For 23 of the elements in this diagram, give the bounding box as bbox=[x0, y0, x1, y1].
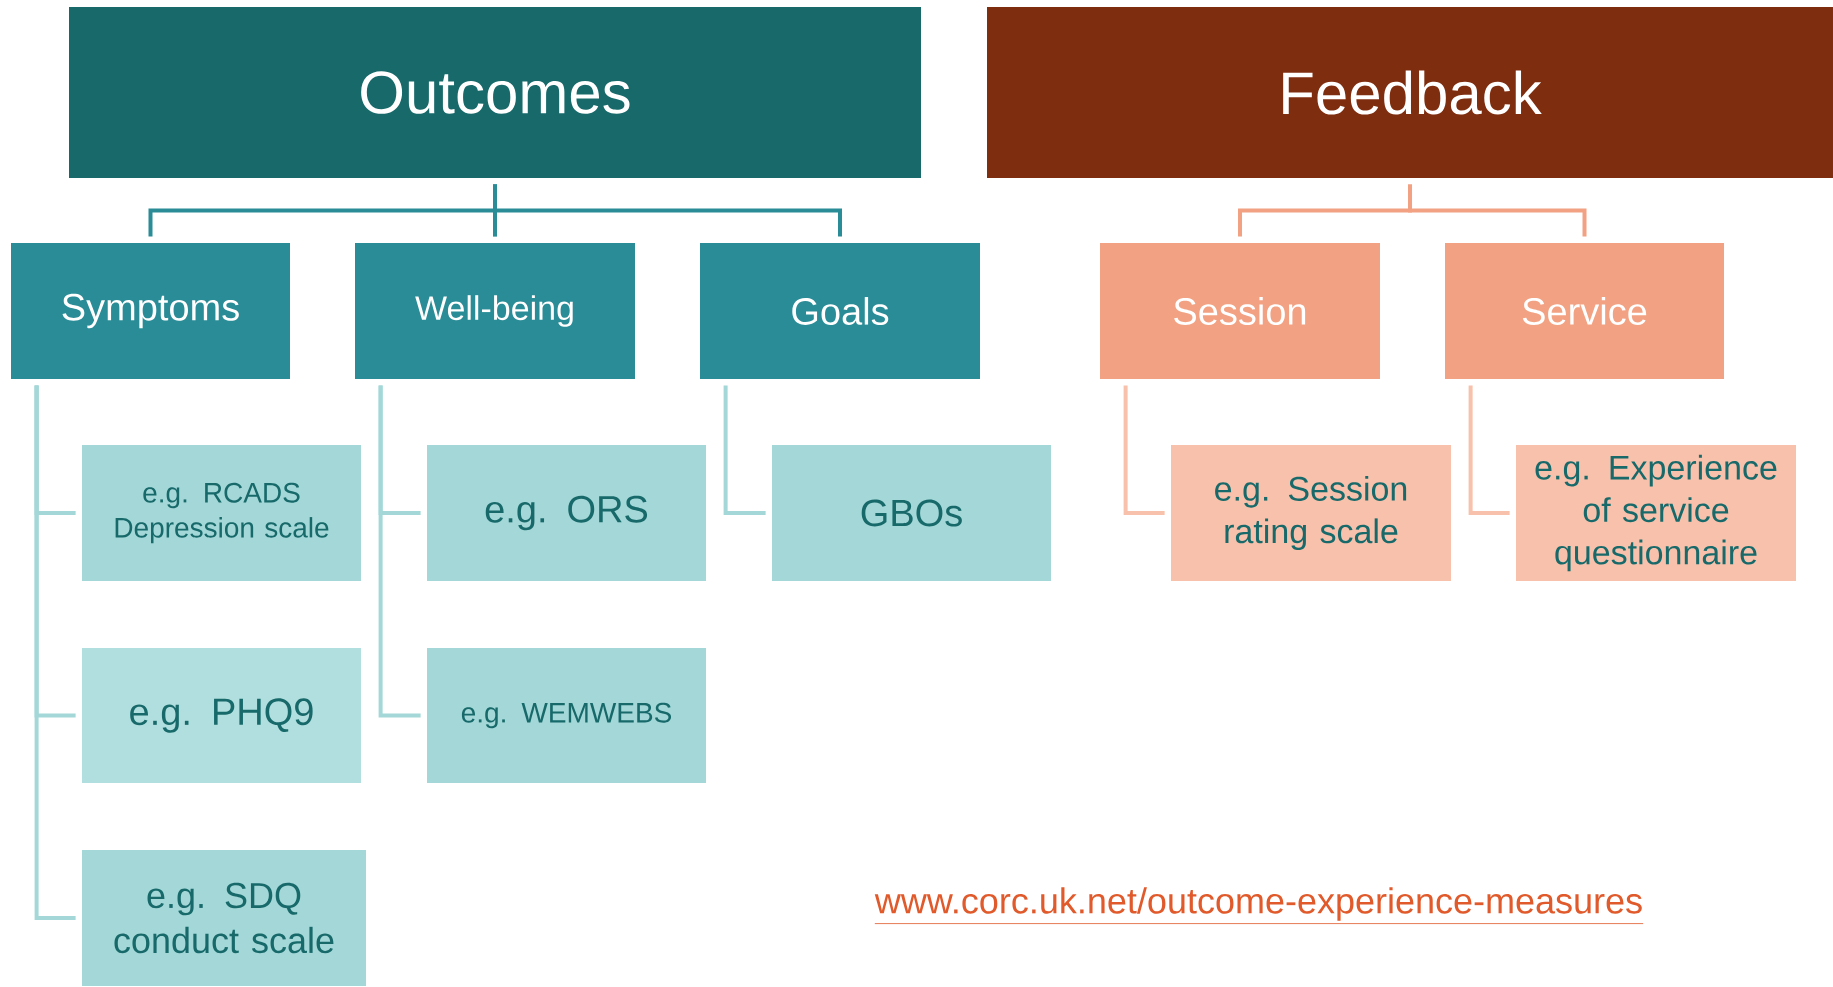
measure-box: e.g. WEMWEBS bbox=[427, 648, 706, 783]
measure-box: e.g. ORS bbox=[427, 445, 706, 581]
measure-box: e.g. SDQ conduct scale bbox=[82, 850, 366, 986]
category-box: Service bbox=[1445, 243, 1724, 379]
category-box: Symptoms bbox=[11, 243, 290, 379]
category-box: Well-being bbox=[355, 243, 635, 379]
tree-connector bbox=[1408, 184, 1587, 237]
measure-box: e.g. Experience of service questionnaire bbox=[1516, 445, 1796, 581]
connector-line bbox=[378, 385, 421, 718]
measure-box: GBOs bbox=[772, 445, 1051, 581]
connector-line bbox=[723, 385, 766, 515]
category-box: Goals bbox=[700, 243, 980, 379]
header-box: Feedback bbox=[987, 7, 1833, 178]
tree-connector bbox=[493, 184, 842, 237]
web-link: www.corc.uk.net/outcome-experience-measures bbox=[874, 887, 1644, 924]
measure-box: e.g. RCADS Depression scale bbox=[82, 445, 361, 581]
measure-box: e.g. Session rating scale bbox=[1171, 445, 1451, 581]
category-box: Session bbox=[1100, 243, 1380, 379]
connector-line bbox=[1123, 385, 1165, 515]
connector-line bbox=[34, 385, 76, 920]
connector-line bbox=[1468, 385, 1510, 515]
measure-box: e.g. PHQ9 bbox=[82, 648, 361, 783]
header-box: Outcomes bbox=[69, 7, 921, 178]
